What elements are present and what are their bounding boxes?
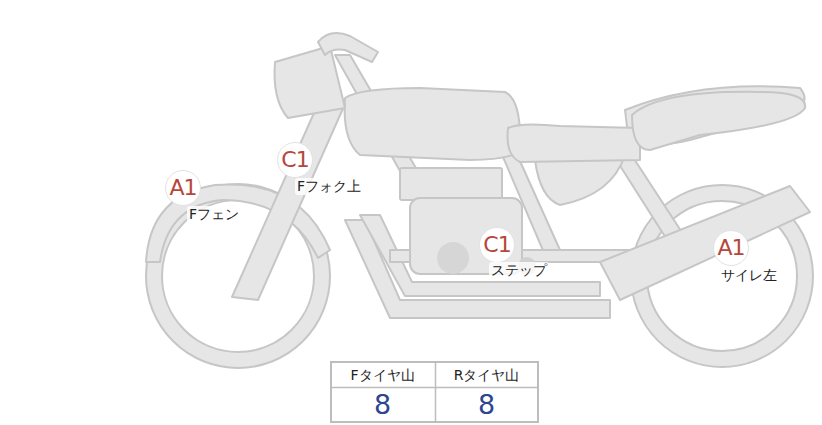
part-label: Fフォク上 [295, 178, 363, 195]
part-label: ステップ [489, 262, 549, 279]
part-label: サイレ左 [719, 267, 779, 284]
table-header: Fタイヤ山 [332, 363, 433, 387]
part-label: Fフェン [187, 206, 241, 223]
table-header: Rタイヤ山 [436, 363, 537, 387]
callout-number: A1 [713, 230, 749, 266]
callout-marker: C1Fフォク上 [277, 142, 313, 178]
callout-marker: A1Fフェン [165, 170, 201, 206]
callout-number: A1 [165, 170, 201, 206]
tire-table: Fタイヤ山Rタイヤ山88 [330, 361, 539, 423]
callout-marker: A1サイレ左 [713, 230, 749, 266]
table-value: 8 [436, 389, 537, 421]
table-value: 8 [332, 389, 433, 421]
callout-number: C1 [479, 227, 515, 263]
callout-number: C1 [277, 142, 313, 178]
callout-marker: C1ステップ [479, 227, 515, 263]
